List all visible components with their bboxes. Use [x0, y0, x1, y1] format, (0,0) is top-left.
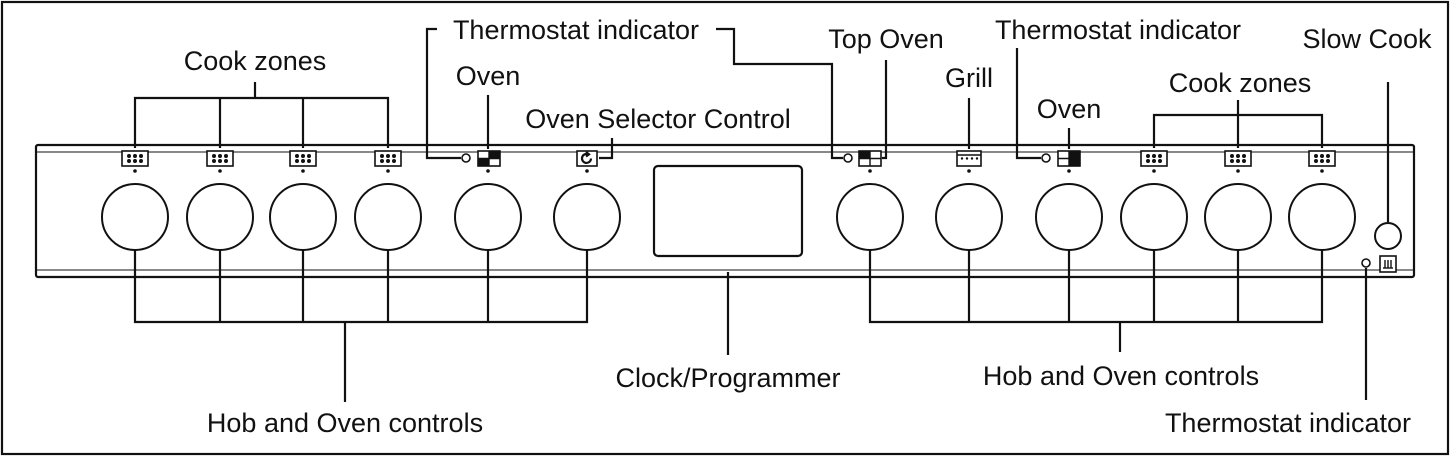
cook-zone-knob-2	[186, 183, 254, 251]
cook-zone-icon	[1308, 150, 1336, 167]
oven-icon	[1057, 150, 1081, 167]
cook-zone-icon	[289, 150, 317, 167]
label-top-oven: Top Oven	[828, 24, 944, 54]
label-hob-oven-controls-right: Hob and Oven controls	[983, 361, 1259, 391]
cook-zone-knob-1	[101, 183, 169, 251]
label-thermostat-indicator-bottom: Thermostat indicator	[1165, 408, 1411, 438]
cook-zone-knob-7	[1288, 183, 1356, 251]
oven-selector-icon	[576, 150, 598, 167]
oven-selector-knob	[553, 183, 621, 251]
label-hob-oven-controls-left: Hob and Oven controls	[207, 408, 483, 438]
grill-knob	[935, 183, 1003, 251]
cook-zone-knob-6	[1204, 183, 1272, 251]
label-grill: Grill	[945, 63, 993, 93]
thermostat-indicator-center	[843, 153, 853, 163]
oven-knob-left	[454, 183, 522, 251]
cook-zone-knob-3	[269, 183, 337, 251]
label-thermostat-indicator-center: Thermostat indicator	[995, 15, 1241, 45]
label-cook-zones-right: Cook zones	[1169, 68, 1312, 98]
control-panel	[34, 143, 1416, 279]
cook-zone-icon	[1140, 150, 1168, 167]
thermostat-indicator-right	[1041, 153, 1051, 163]
thermostat-indicator-left	[461, 153, 471, 163]
top-oven-knob	[836, 183, 904, 251]
slow-cook-knob	[1374, 222, 1402, 250]
thermostat-indicator-slow-cook	[1361, 258, 1371, 268]
label-thermostat-indicator-left: Thermostat indicator	[453, 15, 699, 45]
label-slow-cook: Slow Cook	[1302, 24, 1432, 54]
clock-programmer-display	[652, 164, 804, 258]
leader-lines	[133, 27, 1390, 402]
cook-zone-icon	[1224, 150, 1252, 167]
oven-knob-right	[1035, 183, 1103, 251]
label-clock-programmer: Clock/Programmer	[615, 363, 840, 393]
cook-zone-icon	[374, 150, 402, 167]
cook-zone-icon	[121, 150, 149, 167]
label-oven-right: Oven	[1037, 94, 1102, 124]
oven-icon	[477, 150, 501, 167]
grill-icon	[956, 150, 982, 167]
cook-zone-icon	[206, 150, 234, 167]
top-oven-icon	[858, 150, 882, 167]
knob-marker-dots	[133, 169, 1324, 173]
cook-zone-knob-5	[1120, 183, 1188, 251]
slow-cook-icon	[1379, 255, 1397, 273]
label-oven-left: Oven	[456, 61, 521, 91]
cook-zone-knob-4	[354, 183, 422, 251]
label-oven-selector-control: Oven Selector Control	[525, 104, 791, 134]
label-cook-zones-left: Cook zones	[184, 46, 327, 76]
